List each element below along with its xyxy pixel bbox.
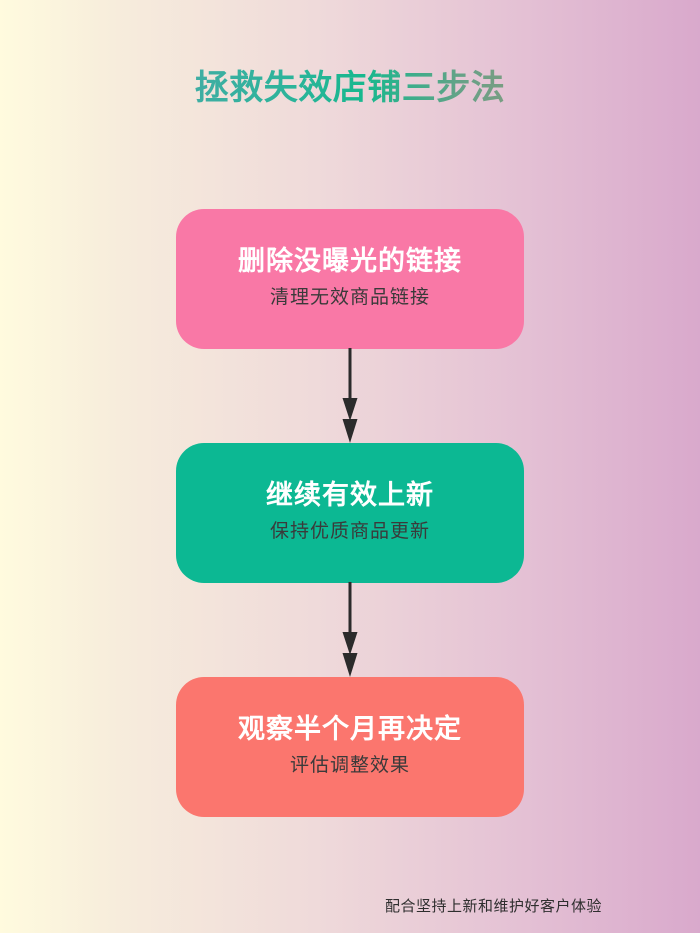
step-card-3: 观察半个月再决定 评估调整效果 bbox=[176, 677, 524, 817]
step-2-subtitle: 保持优质商品更新 bbox=[269, 520, 430, 542]
step-2-title: 继续有效上新 bbox=[266, 479, 434, 510]
page-title: 拯救失效店铺三步法 bbox=[0, 60, 700, 109]
step-3-subtitle: 评估调整效果 bbox=[289, 754, 410, 776]
down-arrow-icon bbox=[342, 348, 358, 443]
footer-note: 配合坚持上新和维护好客户体验 bbox=[385, 898, 603, 915]
step-1-subtitle: 清理无效商品链接 bbox=[269, 286, 430, 308]
step-1-title: 删除没曝光的链接 bbox=[238, 245, 462, 276]
step-card-1: 删除没曝光的链接 清理无效商品链接 bbox=[176, 209, 524, 349]
down-arrow-icon bbox=[342, 582, 358, 677]
step-card-2: 继续有效上新 保持优质商品更新 bbox=[176, 443, 524, 583]
step-3-title: 观察半个月再决定 bbox=[238, 713, 462, 744]
